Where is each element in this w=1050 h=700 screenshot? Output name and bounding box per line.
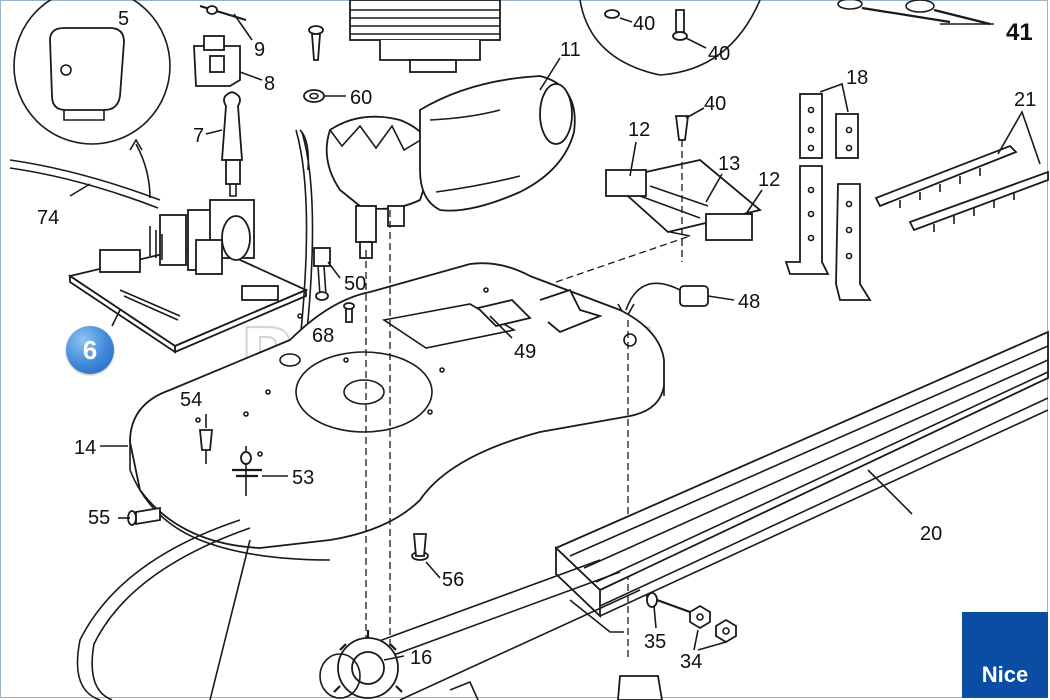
label-49: 49 (514, 341, 536, 363)
label-9: 9 (254, 39, 265, 61)
label-40-circle: 40 (708, 43, 730, 65)
lamp-holder-8 (193, 35, 241, 87)
bottom-bracket (617, 675, 663, 700)
bracket-18 (784, 93, 872, 301)
remote-leader (135, 143, 151, 199)
label-48: 48 (738, 291, 760, 313)
label-55: 55 (88, 507, 110, 529)
label-40-top: 40 (633, 13, 655, 35)
label-54: 54 (180, 389, 202, 411)
stud-54 (199, 429, 213, 464)
limit-switch-assembly (605, 159, 762, 241)
wire-74 (9, 159, 161, 201)
label-13: 13 (718, 153, 740, 175)
label-68: 68 (312, 325, 334, 347)
rack-strips-21 (874, 144, 1049, 232)
label-50: 50 (344, 273, 366, 295)
label-40-switch: 40 (704, 93, 726, 115)
lamp-7 (221, 91, 243, 197)
highlight-badge: 6 (66, 326, 114, 374)
spring-41 (837, 0, 991, 26)
screw-40-switch (674, 115, 690, 262)
brand-logo: Nice (962, 612, 1048, 698)
screws-9 (199, 4, 247, 22)
connector-50 (313, 247, 331, 301)
label-8: 8 (264, 73, 275, 95)
transformer (349, 0, 501, 73)
base-plate-14 (129, 262, 665, 561)
label-14: 14 (74, 437, 96, 459)
control-board (67, 199, 309, 354)
leader-lines (69, 13, 1041, 661)
bolt-35 (645, 592, 691, 614)
rail-20 (554, 330, 1049, 633)
nuts-34 (689, 604, 737, 644)
label-60: 60 (350, 87, 372, 109)
sprocket-16 (319, 630, 403, 699)
screw-60 (303, 25, 325, 103)
screw-detail-circle (579, 0, 761, 76)
screw-56 (411, 533, 429, 561)
clip-53 (232, 446, 262, 496)
label-35: 35 (644, 631, 666, 653)
remote-detail-circle (13, 0, 171, 145)
label-56: 56 (442, 569, 464, 591)
screw-55 (127, 506, 161, 526)
part-labels: 5 9 8 7 74 60 11 40 40 40 41 18 21 12 13… (37, 8, 1036, 673)
label-12-left: 12 (628, 119, 650, 141)
label-41: 41 (1006, 19, 1033, 46)
label-11: 11 (560, 39, 581, 61)
pin-68 (343, 302, 355, 323)
screw-40-top (604, 9, 688, 41)
chain-cable (76, 519, 241, 700)
label-53: 53 (292, 467, 314, 489)
label-21: 21 (1014, 89, 1036, 111)
label-7: 7 (193, 125, 204, 147)
label-5: 5 (118, 8, 129, 30)
label-34: 34 (680, 651, 702, 673)
cable (295, 129, 308, 361)
label-12-right: 12 (758, 169, 780, 191)
label-20: 20 (920, 523, 942, 545)
label-16: 16 (410, 647, 432, 669)
label-18: 18 (846, 67, 868, 89)
gear-motor-11 (299, 75, 576, 259)
label-74: 74 (37, 207, 59, 229)
